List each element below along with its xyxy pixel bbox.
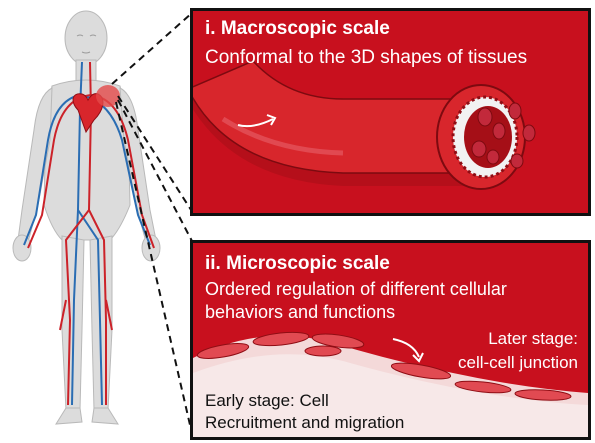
curved-arrow-icon [393,339,423,361]
macro-title: i. Macroscopic scale [205,18,390,40]
early-stage-line1: Early stage: Cell [205,391,329,411]
micro-subtitle-line2: behaviors and functions [205,302,395,323]
later-stage-line2: cell-cell junction [458,353,578,373]
macro-subtitle: Conformal to the 3D shapes of tissues [205,47,527,69]
microscopic-panel: ii. Microscopic scale Ordered regulation… [190,240,591,440]
later-stage-line1: Later stage: [488,329,578,349]
micro-title: ii. Microscopic scale [205,253,390,275]
micro-subtitle-line1: Ordered regulation of different cellular [205,279,507,300]
macroscopic-panel: i. Macroscopic scale Conformal to the 3D… [190,8,591,216]
early-stage-line2: Recruitment and migration [205,413,404,433]
blood-vessel-icon [193,11,588,213]
